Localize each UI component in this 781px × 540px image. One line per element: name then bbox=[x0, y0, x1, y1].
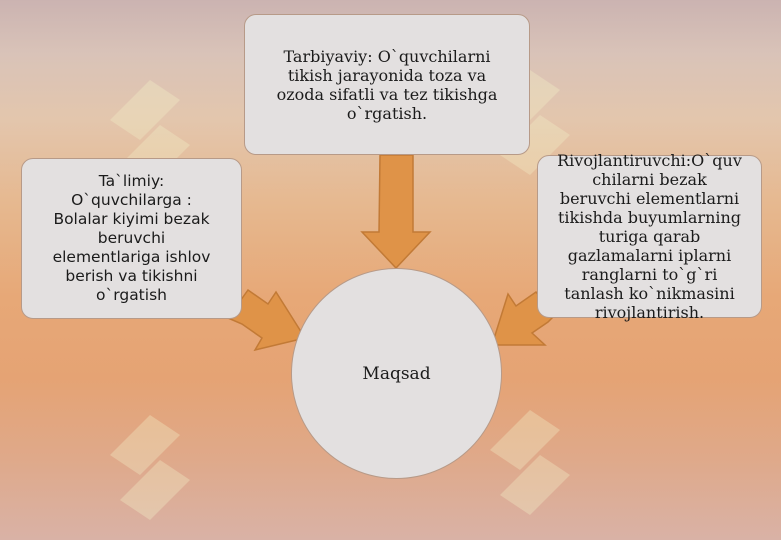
center-circle-maqsad: Maqsad bbox=[291, 268, 502, 479]
box-rivojlantiruvchi-text: Rivojlantiruvchi:O`quv chilarni bezak be… bbox=[557, 151, 742, 322]
box-talimiy-text: Ta`limiy: O`quvchilarga : Bolalar kiyimi… bbox=[52, 172, 211, 304]
box-rivojlantiruvchi: Rivojlantiruvchi:O`quv chilarni bezak be… bbox=[537, 151, 762, 322]
box-tarbiyaviy: Tarbiyaviy: O`quvchilarni tikish jarayon… bbox=[244, 14, 530, 155]
arrow-top-to-center bbox=[360, 154, 432, 270]
box-talimiy: Ta`limiy: O`quvchilarga : Bolalar kiyimi… bbox=[21, 158, 242, 319]
center-label: Maqsad bbox=[362, 363, 431, 384]
box-tarbiyaviy-text: Tarbiyaviy: O`quvchilarni tikish jarayon… bbox=[276, 46, 498, 123]
